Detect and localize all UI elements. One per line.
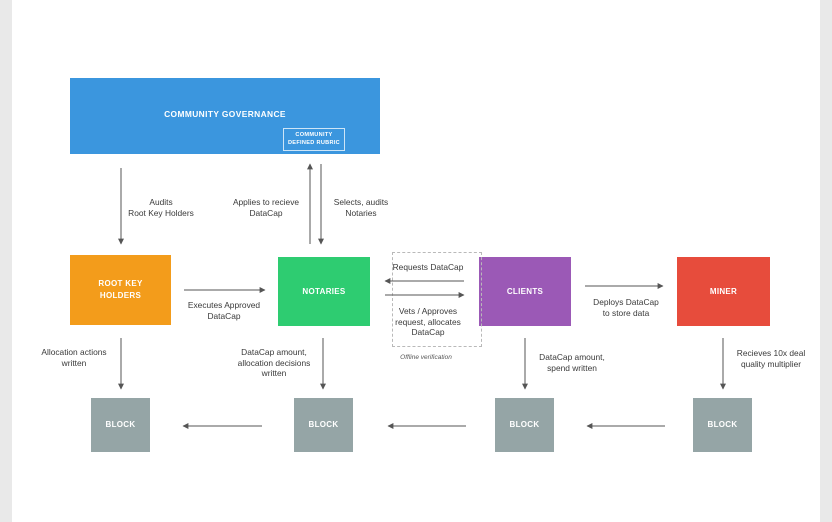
label-deploys: Deploys DataCap to store data xyxy=(593,297,659,318)
root-key-holders-label: ROOT KEY HOLDERS xyxy=(98,279,143,300)
label-datacap-spend: DataCap amount, spend written xyxy=(539,352,605,373)
notaries-label: NOTARIES xyxy=(302,286,346,296)
label-applies: Applies to recieve DataCap xyxy=(232,197,300,218)
clients-box: CLIENTS xyxy=(479,257,571,326)
block-4-label: BLOCK xyxy=(707,420,738,430)
miner-label: MINER xyxy=(709,286,738,296)
root-key-holders-box: ROOT KEY HOLDERS xyxy=(70,255,171,325)
label-datacap-allocation: DataCap amount, allocation decisions wri… xyxy=(237,347,311,378)
label-selects: Selects, audits Notaries xyxy=(333,197,389,218)
block-3: BLOCK xyxy=(495,398,554,452)
miner-box: MINER xyxy=(677,257,770,326)
label-vets: Vets / Approves request, allocates DataC… xyxy=(395,306,461,337)
offline-verification-frame xyxy=(392,252,482,347)
clients-label: CLIENTS xyxy=(506,286,544,296)
block-2-label: BLOCK xyxy=(308,420,339,430)
label-executes: Executes Approved DataCap xyxy=(187,300,261,321)
label-receives: Recieves 10x deal quality multiplier xyxy=(736,348,806,369)
community-defined-rubric: COMMUNITY DEFINED RUBRIC xyxy=(283,128,345,151)
label-audits: Audits Root Key Holders xyxy=(128,197,194,218)
block-3-label: BLOCK xyxy=(509,420,540,430)
block-1: BLOCK xyxy=(91,398,150,452)
diagram-canvas: COMMUNITY GOVERNANCE COMMUNITY DEFINED R… xyxy=(12,0,820,522)
block-2: BLOCK xyxy=(294,398,353,452)
label-allocation-actions: Allocation actions written xyxy=(41,347,107,368)
arrows-layer xyxy=(118,163,726,429)
block-1-label: BLOCK xyxy=(105,420,136,430)
community-governance-box: COMMUNITY GOVERNANCE COMMUNITY DEFINED R… xyxy=(70,78,380,154)
block-4: BLOCK xyxy=(693,398,752,452)
governance-title: COMMUNITY GOVERNANCE xyxy=(164,109,286,119)
label-offline-verification: Offline verification xyxy=(400,354,452,361)
notaries-box: NOTARIES xyxy=(278,257,370,326)
label-requests: Requests DataCap xyxy=(392,262,464,272)
